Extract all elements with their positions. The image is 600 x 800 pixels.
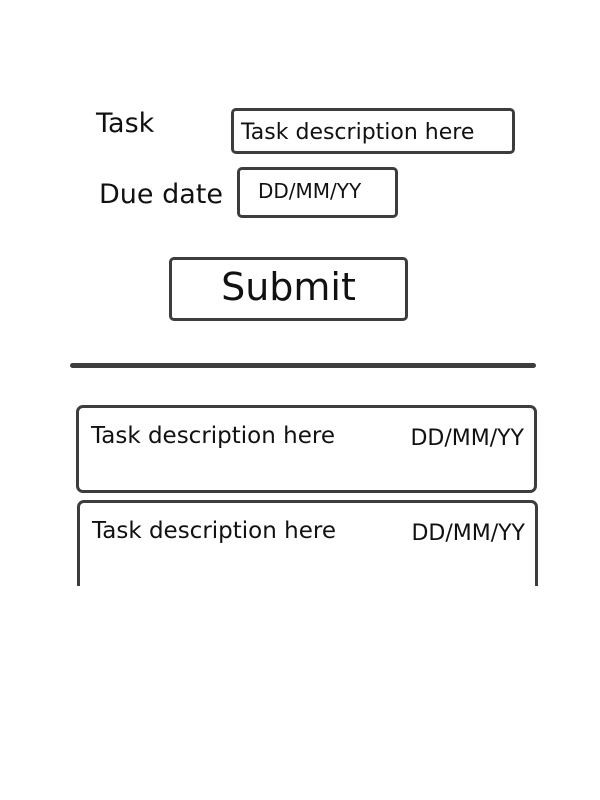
task-card-due-date: DD/MM/YY xyxy=(410,426,524,451)
task-card-description: Task description here xyxy=(91,423,335,449)
task-input-value: Task description here xyxy=(241,120,475,145)
task-label: Task xyxy=(96,108,155,139)
task-card[interactable]: Task description here DD/MM/YY xyxy=(77,500,538,596)
task-card-due-date: DD/MM/YY xyxy=(411,521,525,546)
task-card-description: Task description here xyxy=(92,518,336,544)
submit-button-label: Submit xyxy=(221,265,356,309)
due-date-input[interactable]: DD/MM/YY xyxy=(237,167,398,218)
divider xyxy=(70,363,536,368)
submit-button[interactable]: Submit xyxy=(169,257,408,321)
task-card[interactable]: Task description here DD/MM/YY xyxy=(76,405,537,493)
task-input[interactable]: Task description here xyxy=(231,108,515,154)
page-background xyxy=(0,586,600,800)
due-date-input-value: DD/MM/YY xyxy=(258,179,362,203)
due-date-label: Due date xyxy=(99,179,223,210)
